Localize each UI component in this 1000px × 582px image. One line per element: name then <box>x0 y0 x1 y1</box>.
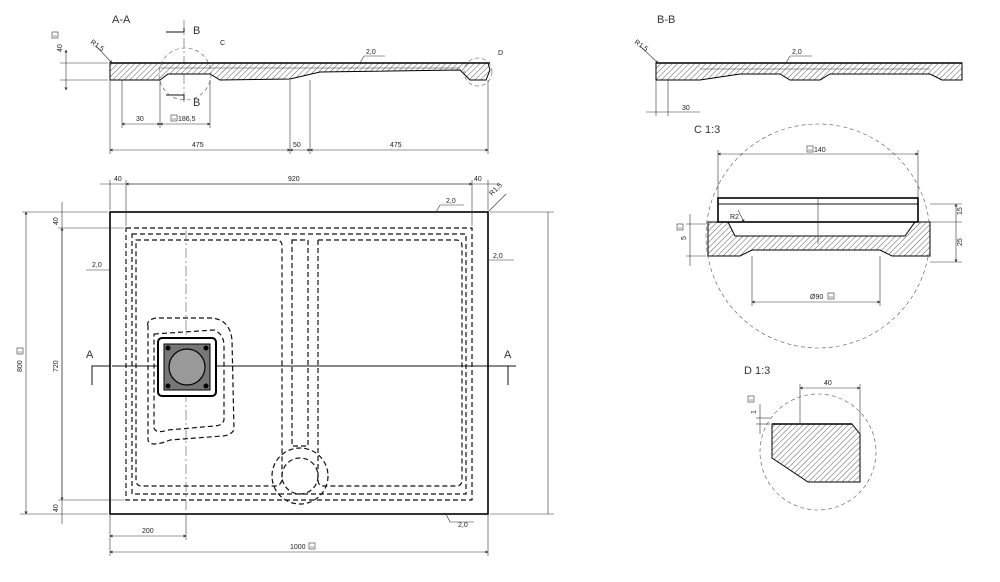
d-edge-dim: 1 <box>751 410 758 414</box>
left-basin-outline <box>135 239 283 487</box>
tray-section-profile <box>109 62 491 81</box>
detail-c-callout: C <box>220 40 225 47</box>
detail-c-view: C 1:3 140 R2 5 15 25 Ø90 <box>676 123 964 349</box>
drain-recess-outline <box>147 317 235 445</box>
drain-sump-circle <box>271 447 329 505</box>
plan-drain-offset-dim: 200 <box>142 528 154 535</box>
detail-d-boundary <box>759 393 877 511</box>
c-height-dim: 25 <box>957 238 964 246</box>
floor-drain <box>157 337 217 397</box>
plan-view: A A 40 920 40 2,0 R1,5 2,0 2,0 2,0 40 <box>16 176 554 556</box>
aa-left-dim: 475 <box>192 142 204 149</box>
detail-c-section <box>707 221 931 257</box>
plan-slope-right: 2,0 <box>493 253 503 260</box>
bb-slope-label: 2,0 <box>792 49 802 56</box>
bb-radius-label: R1,5 <box>633 39 649 53</box>
plan-slope-top: 2,0 <box>446 198 456 205</box>
detail-d-view: D 1:3 40 1 <box>744 365 877 511</box>
tray-outline <box>109 211 489 515</box>
plan-left-top-dim: 40 <box>53 217 60 225</box>
plan-overall-width-dim: 1000 <box>290 544 306 551</box>
cut-label-b-bottom: B <box>193 97 200 109</box>
detail-d-title: D 1:3 <box>744 365 770 377</box>
detail-d-section <box>771 423 861 483</box>
c-lip-dim: 15 <box>957 207 964 215</box>
right-basin-outline <box>317 239 463 487</box>
aa-drain-dim: 186,5 <box>178 116 196 123</box>
c-depth-dim: 5 <box>681 236 688 240</box>
c-drain-width-dim: 140 <box>814 147 826 154</box>
aa-radius-label: R1,5 <box>89 39 105 53</box>
c-outlet-dim: Ø90 <box>810 294 823 301</box>
section-bb-view: B-B R1,5 2,0 30 <box>633 14 963 116</box>
aa-slope-label: 2,0 <box>366 49 376 56</box>
center-channel <box>291 239 309 447</box>
bb-tray-profile <box>655 62 963 81</box>
plan-top-mid-dim: 920 <box>288 176 300 183</box>
plan-slope-bottom: 2,0 <box>458 522 468 529</box>
section-b-cut-marker: B B <box>166 20 200 109</box>
cut-label-b-top: B <box>193 25 200 37</box>
plan-top-left-dim: 40 <box>114 176 122 183</box>
plan-top-right-dim: 40 <box>474 176 482 183</box>
detail-d-circle <box>463 57 493 87</box>
aa-middle-dim: 50 <box>293 142 301 149</box>
c-radius-label: R2 <box>730 214 739 221</box>
plan-left-bottom-dim: 40 <box>53 504 60 512</box>
aa-right-dim: 475 <box>390 142 402 149</box>
d-width-dim: 40 <box>824 380 832 387</box>
section-aa-view: A-A B B C D 40 R1,5 2,0 <box>51 14 503 154</box>
bb-offset-dim: 30 <box>682 105 690 112</box>
plan-slope-left: 2,0 <box>92 262 102 269</box>
inner-perimeter-channel <box>125 227 473 501</box>
plan-overall-height-dim: 800 <box>17 360 24 372</box>
detail-c-title: C 1:3 <box>694 124 720 136</box>
cut-label-a-left: A <box>86 349 94 361</box>
aa-height-dim: 40 <box>57 44 64 52</box>
section-aa-title: A-A <box>112 14 131 26</box>
cut-label-a-right: A <box>504 349 512 361</box>
drain-grate <box>168 348 206 386</box>
section-bb-title: B-B <box>657 14 675 26</box>
aa-offset-dim: 30 <box>136 116 144 123</box>
plan-left-mid-dim: 720 <box>53 360 60 372</box>
detail-c-circle <box>158 47 212 101</box>
detail-d-callout: D <box>498 50 503 57</box>
